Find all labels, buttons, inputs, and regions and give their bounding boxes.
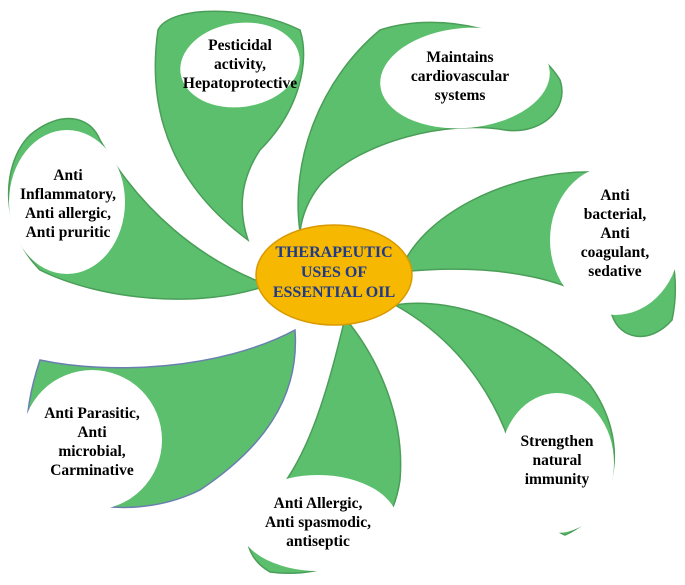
bubble-antiallergic-spasmodic — [238, 475, 398, 571]
label-line: Anti — [600, 187, 630, 204]
label-antiallergic-spasmodic: Anti Allergic, Anti spasmodic, antisepti… — [248, 494, 388, 551]
petal-antibacterial — [398, 165, 680, 337]
label-cardiovascular: Maintains cardiovascular systems — [390, 48, 530, 105]
label-line: microbial, — [58, 443, 126, 460]
label-line: Pesticidal — [208, 37, 272, 54]
label-antiinflammatory: Anti Inflammatory, Anti allergic, Anti p… — [12, 166, 124, 242]
center-oval — [255, 224, 413, 326]
label-line: antiseptic — [286, 533, 350, 550]
petal-pesticidal — [154, 10, 305, 243]
label-immunity: Strengthen natural immunity — [502, 432, 612, 489]
bubble-pesticidal — [180, 22, 300, 108]
label-line: activity, — [213, 56, 267, 73]
label-line: Hepatoprotective — [182, 75, 298, 92]
label-line: Anti — [600, 225, 630, 242]
label-line: immunity — [524, 471, 590, 488]
label-pesticidal: Pesticidal activity, Hepatoprotective — [168, 36, 312, 93]
label-antibacterial: Anti bacterial, Anti coagulant, sedative — [560, 186, 670, 281]
label-line: Anti Parasitic, — [44, 405, 140, 422]
center-line: ESSENTIAL OIL — [272, 284, 396, 301]
bubble-immunity — [500, 393, 614, 533]
petal-antiinflammatory — [7, 118, 271, 300]
label-line: Inflammatory, — [19, 186, 116, 203]
label-line: coagulant, — [580, 244, 650, 261]
label-line: natural — [532, 452, 582, 469]
label-line: Anti Allergic, — [273, 495, 363, 512]
petal-immunity — [392, 302, 616, 536]
bubble-antibacterial — [550, 165, 680, 315]
label-line: cardiovascular — [410, 68, 510, 85]
center-line: USES OF — [300, 264, 368, 281]
label-line: Anti allergic, — [24, 205, 112, 222]
petal-cardiovascular — [297, 21, 563, 233]
label-line: Anti — [53, 167, 83, 184]
label-antiparasitic: Anti Parasitic, Anti microbial, Carminat… — [30, 404, 154, 480]
label-line: Maintains — [426, 49, 494, 66]
label-line: Carminative — [50, 462, 134, 479]
label-line: Anti pruritic — [25, 224, 111, 241]
label-line: bacterial, — [583, 206, 647, 223]
label-line: Anti — [77, 424, 107, 441]
bubble-antiparasitic — [22, 370, 162, 510]
bubble-antiinflammatory — [9, 130, 125, 274]
label-line: Strengthen — [520, 433, 594, 450]
petal-antiparasitic — [22, 328, 297, 510]
label-line: Anti spasmodic, — [265, 514, 371, 531]
center-label: THERAPEUTIC USES OF ESSENTIAL OIL — [258, 243, 410, 303]
label-line: sedative — [588, 263, 642, 280]
petal-antiallergic-spasmodic — [238, 316, 402, 574]
center-line: THERAPEUTIC — [275, 244, 393, 261]
label-line: systems — [434, 87, 486, 104]
bubble-cardiovascular — [380, 27, 550, 129]
